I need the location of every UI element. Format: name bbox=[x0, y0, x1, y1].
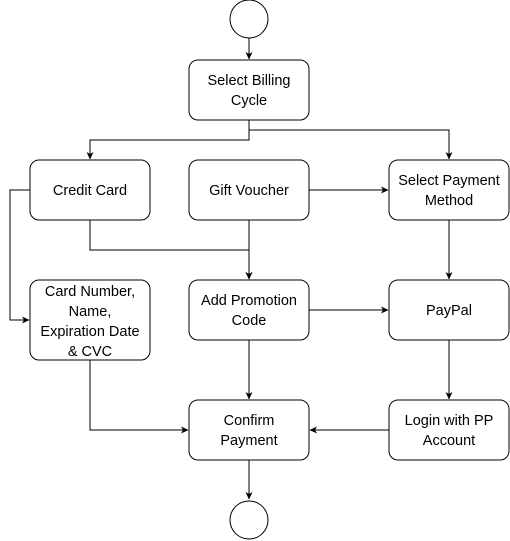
edge-select-billing-cycle-to-credit-card bbox=[86, 120, 250, 160]
card-details-label-line-2: Name, bbox=[69, 304, 112, 320]
add-promotion-code-label-line-1: Add Promotion bbox=[201, 293, 297, 309]
paypal-label-line-1: PayPal bbox=[426, 303, 472, 319]
edge-card-details-to-confirm-payment bbox=[89, 360, 189, 434]
credit-card-label-line-1: Credit Card bbox=[53, 183, 127, 199]
select-billing-cycle-label-line-1: Select Billing bbox=[207, 73, 290, 89]
card-details-label-line-3: Expiration Date bbox=[40, 324, 139, 340]
confirm-payment-label-line-2: Payment bbox=[220, 433, 277, 449]
edges bbox=[9, 38, 453, 500]
card-details-label-line-4: & CVC bbox=[68, 344, 112, 360]
confirm-payment-label-line-1: Confirm bbox=[224, 413, 275, 429]
paypal-node: PayPal bbox=[388, 279, 510, 341]
login-with-pp-account-box bbox=[388, 399, 510, 461]
select-payment-method-box bbox=[388, 159, 510, 221]
confirm-payment-box bbox=[188, 399, 310, 461]
paypal-box bbox=[388, 279, 510, 341]
credit-card-node: Credit Card bbox=[29, 159, 151, 221]
confirm-payment-node: Confirm Payment bbox=[188, 399, 310, 461]
select-payment-method-label-line-1: Select Payment bbox=[398, 173, 500, 189]
login-with-pp-account-node: Login with PP Account bbox=[388, 399, 510, 461]
select-payment-method-label-line-2: Method bbox=[425, 193, 473, 209]
end-node bbox=[229, 500, 269, 540]
edge-credit-card-to-add-promotion-code bbox=[89, 220, 253, 280]
edge-credit-card-to-card-details bbox=[9, 189, 30, 324]
credit-card-box bbox=[29, 159, 151, 221]
select-payment-method-node: Select Payment Method bbox=[388, 159, 510, 221]
select-billing-cycle-box bbox=[188, 59, 310, 121]
start-node bbox=[229, 0, 269, 39]
gift-voucher-box bbox=[188, 159, 310, 221]
add-promotion-code-label-line-2: Code bbox=[232, 313, 267, 329]
login-with-pp-account-label-line-2: Account bbox=[423, 433, 475, 449]
edge-select-billing-cycle-to-select-payment-method bbox=[248, 120, 453, 160]
select-billing-cycle-label-line-2: Cycle bbox=[231, 93, 267, 109]
card-details-label-line-1: Card Number, bbox=[45, 284, 135, 300]
gift-voucher-label-line-1: Gift Voucher bbox=[209, 183, 289, 199]
gift-voucher-node: Gift Voucher bbox=[188, 159, 310, 221]
add-promotion-code-node: Add Promotion Code bbox=[188, 279, 310, 341]
card-details-node: Card Number, Name, Expiration Date & CVC bbox=[29, 279, 151, 361]
card-details-box bbox=[29, 279, 151, 361]
login-with-pp-account-label-line-1: Login with PP bbox=[405, 413, 494, 429]
add-promotion-code-box bbox=[188, 279, 310, 341]
select-billing-cycle-node: Select Billing Cycle bbox=[188, 59, 310, 121]
